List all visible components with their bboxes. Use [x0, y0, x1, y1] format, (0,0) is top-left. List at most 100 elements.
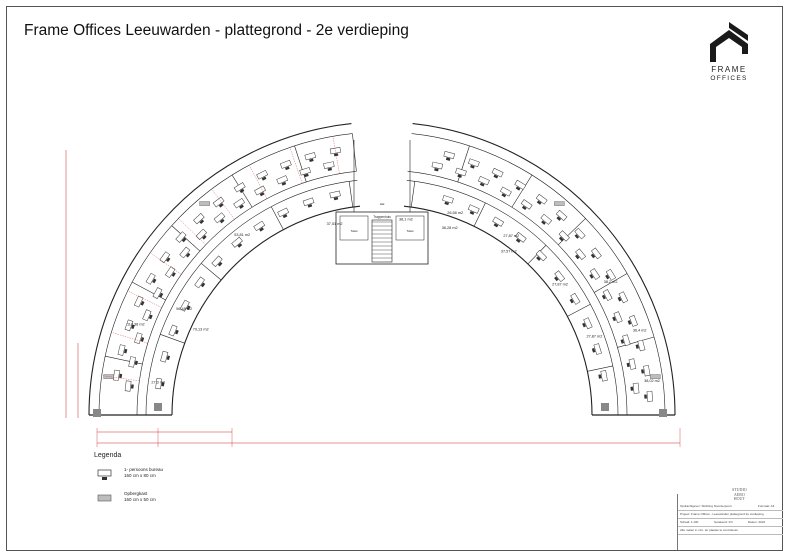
desk [558, 230, 570, 242]
desk-chair-icon [470, 164, 475, 169]
room-area-label: 37,51 m2 [327, 222, 343, 226]
desk-outer [193, 213, 205, 225]
desk-outer [254, 185, 266, 197]
room-area-label: 38,02 m2 [644, 379, 660, 383]
tb-scale: Schaal: 1:100 [680, 520, 699, 524]
desk-chair-icon [281, 181, 287, 186]
room-partition [567, 303, 591, 317]
desk-chair-icon [558, 236, 564, 242]
column [659, 409, 667, 417]
desk-chair-icon [130, 384, 134, 389]
desk-chair-icon [237, 243, 243, 248]
legend-item-desk: 1- persoons bureau 160 cm x 80 cm [94, 465, 163, 489]
room-area-label: 26,58 m2 [447, 211, 463, 215]
desk [570, 292, 581, 305]
room-partition [473, 202, 486, 227]
room-area-label: 36,28 m2 [442, 226, 458, 230]
desk [168, 324, 178, 337]
desk-chair-icon [327, 167, 332, 171]
desk-chair-icon [569, 298, 574, 304]
desk-inner [514, 231, 527, 243]
desk [195, 228, 208, 241]
drawing-sheet-border [6, 6, 783, 551]
desk-chair-icon [200, 282, 206, 288]
room-partition [294, 145, 307, 183]
desk [124, 319, 134, 332]
desk-outer [455, 167, 467, 178]
legend-cabinet-size: 160 cm x 50 cm [124, 496, 156, 502]
desk-inner [302, 197, 315, 208]
desk-outer [142, 309, 153, 322]
desk-outer [279, 159, 292, 171]
desk-outer [276, 175, 289, 186]
desk [520, 199, 533, 210]
toilet-left-label: Toilet [350, 229, 357, 233]
desk-inner [168, 324, 179, 337]
desk-chair-icon [541, 220, 546, 225]
room-area-label: 38,1 m2 [399, 218, 413, 222]
desk [164, 266, 176, 279]
desk-inner [598, 370, 608, 382]
desk-outer [431, 161, 444, 172]
desk-chair-icon [202, 235, 207, 240]
desk-chair-icon [123, 348, 128, 354]
desk-chair-icon [199, 219, 205, 225]
desk-chair-icon [185, 252, 191, 258]
desk [254, 185, 266, 196]
room-area-label: 27,87 m2 [586, 335, 602, 339]
desk-chair-icon [217, 261, 223, 267]
desk-outer [612, 311, 623, 324]
desk-chair-icon [521, 205, 527, 211]
desk-chair-icon [434, 168, 439, 172]
desk [477, 176, 490, 186]
desk-inner [492, 216, 505, 228]
logo-line-1: FRAME [711, 65, 747, 74]
desk-outer [630, 382, 640, 394]
desk-chair-icon [612, 316, 617, 322]
desk [535, 193, 548, 205]
desk-chair-icon [626, 362, 630, 368]
tb-drawn: Getekend: FO [714, 520, 733, 524]
tb-note: Alle maten in mm, ter plaatse te control… [680, 528, 739, 532]
desk-chair-icon [444, 201, 449, 206]
desk-chair-icon [556, 216, 562, 221]
desk-chair-icon [493, 174, 499, 179]
toilet-left [339, 215, 369, 241]
desk [256, 169, 269, 180]
desk-outer [491, 167, 504, 179]
room-partition [160, 334, 185, 344]
desk-chair-icon [574, 234, 580, 239]
desk-chair-icon [515, 238, 521, 243]
desk [179, 299, 190, 312]
desk [442, 195, 454, 204]
desk-inner [211, 255, 223, 267]
desk-chair-icon [445, 157, 451, 161]
desk-chair-icon [259, 227, 264, 232]
dimension-radial [111, 332, 148, 344]
legend-desk-size: 160 cm x 80 cm [124, 472, 156, 478]
desk-chair-icon [239, 188, 245, 194]
desk-inner [155, 378, 165, 390]
desk-chair-icon [635, 344, 640, 349]
desk [277, 207, 290, 218]
dimension-radial [150, 252, 182, 275]
room-area-label: 27,87 m2 [552, 283, 568, 287]
title-block: Opdrachtgever: Stichting Noorderpoort Fo… [677, 494, 783, 550]
desk-outer [601, 289, 613, 301]
desk-outer [620, 334, 631, 347]
desk-outer [329, 146, 342, 157]
desk-chair-icon [219, 218, 225, 224]
desk-chair-icon [285, 166, 290, 171]
desk-chair-icon [181, 237, 187, 243]
desk [643, 365, 651, 377]
dimension-radial [178, 218, 206, 245]
desk-inner [442, 195, 454, 206]
desk [591, 247, 602, 260]
desk-chair-icon [601, 294, 606, 300]
studio-mark: STUDIO AERO HOUT [732, 487, 747, 502]
desk-chair-icon [239, 204, 244, 209]
desk-outer [159, 251, 171, 264]
desk-inner [467, 204, 480, 215]
desk [323, 161, 335, 169]
